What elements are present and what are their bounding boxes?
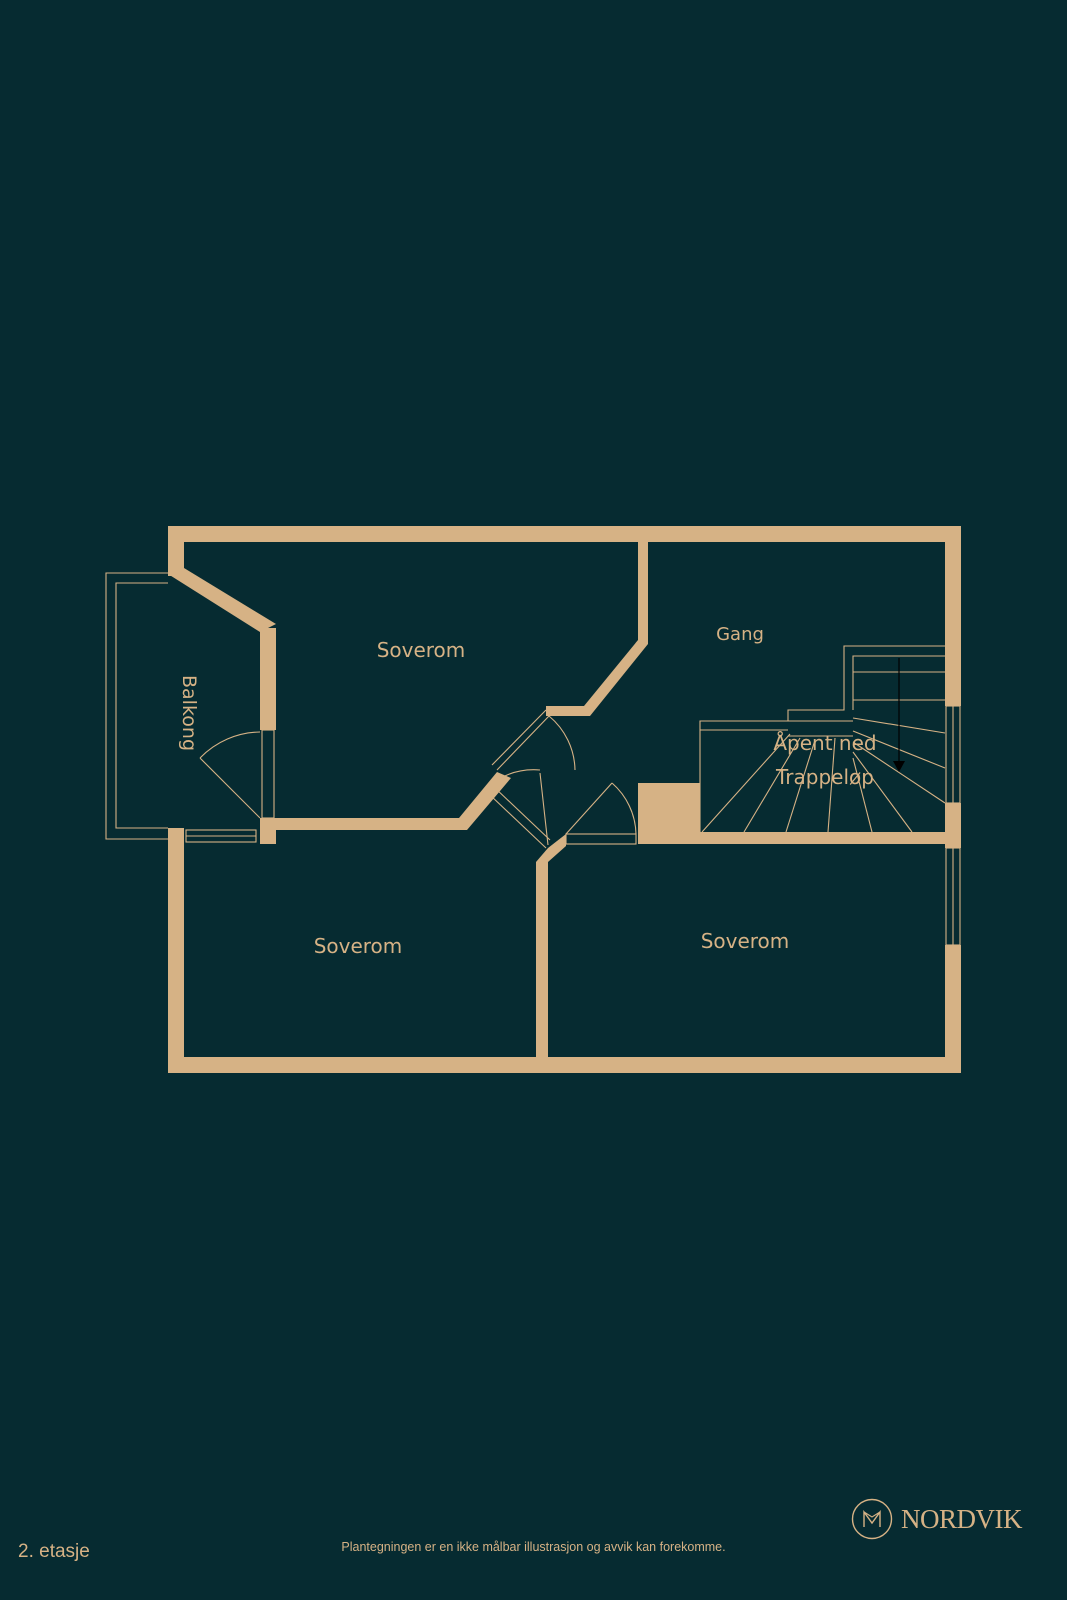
- brand-logo: NORDVIK: [851, 1497, 1023, 1541]
- window-right-upper: [945, 705, 961, 804]
- room-label-soverom-bottom-left: Soverom: [314, 934, 403, 958]
- room-label-gang: Gang: [716, 624, 764, 645]
- balcony-outline: [105, 572, 257, 843]
- room-label-trappelop: Trappeløp: [775, 765, 874, 789]
- bedroom-left-door: [489, 769, 551, 849]
- room-label-soverom-top: Soverom: [377, 638, 466, 662]
- room-label-balkong: Balkong: [178, 675, 200, 751]
- room-label-soverom-bottom-right: Soverom: [701, 929, 790, 953]
- interior-walls: [168, 542, 961, 1057]
- balcony-door: [199, 729, 275, 819]
- disclaimer-text: Plantegningen er en ikke målbar illustra…: [341, 1540, 726, 1554]
- floor-label: 2. etasje: [18, 1541, 90, 1562]
- bedroom-right-door: [565, 782, 637, 845]
- staircase: [699, 645, 946, 833]
- brand-name: NORDVIK: [901, 1503, 1023, 1534]
- nordvik-logo-icon: [851, 1498, 893, 1540]
- window-right-lower: [945, 847, 961, 946]
- outer-walls: [168, 526, 961, 1073]
- room-label-apent-ned: Åpent ned: [773, 731, 876, 755]
- bedroom-top-door: [491, 709, 576, 771]
